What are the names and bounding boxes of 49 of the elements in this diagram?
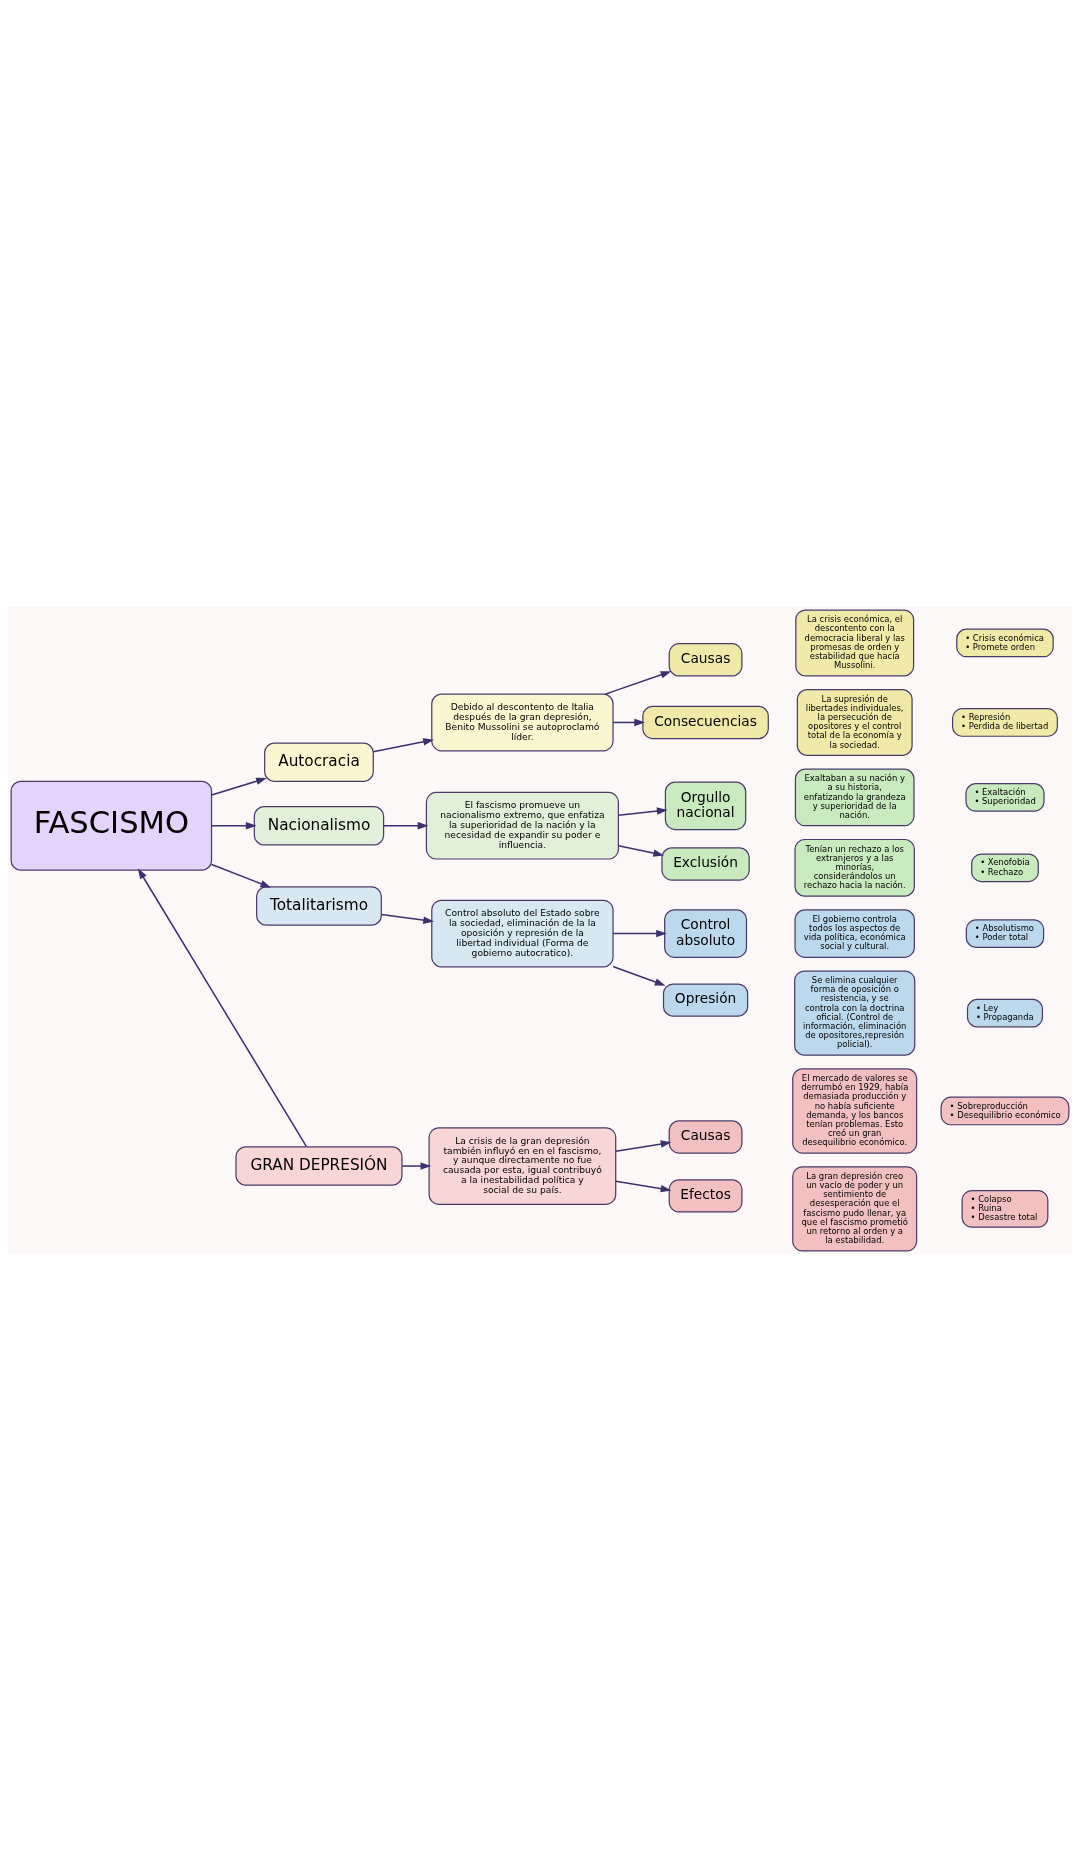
arrow (604, 671, 672, 695)
node-box: El fascismo promueve un nacionalismo extremo, que enfatiza la superioridad de la nación y la necesidad de expandir su poder e influencia. (425, 791, 619, 860)
node-box: Causas (668, 643, 743, 677)
node-box: Autocracia (264, 742, 374, 782)
node-box: Causas (668, 1120, 743, 1154)
node-box: La supresión de libertades individuales, la persecución de opositores y el control total de la economía y la sociedad. (796, 689, 913, 756)
node-box: FASCISMO (10, 780, 213, 871)
node-box: • Exaltación • Superioridad (965, 783, 1045, 812)
node-box: Se elimina cualquier forma de oposición o resistencia, y se controla con la doctrina oficial. (Control de información, eliminación de opositores,represión policial). (794, 970, 916, 1056)
node-box: Exaltaban a su nación y a su historia, enfatizando la grandeza y superioridad de la nación. (794, 768, 915, 827)
arrow (210, 777, 267, 796)
arrow (401, 1162, 432, 1170)
node-box: Debido al descontento de Italia después de la gran depresión, Benito Mussolini se autoproclamó líder. (431, 693, 614, 752)
node-box: El gobierno controla todos los aspectos de vida política, económica social y cultural. (794, 909, 915, 958)
node-box: • Sobreproducción • Desequilibrio económico (940, 1096, 1070, 1126)
node-box: Exclusión (661, 847, 750, 881)
node-box: Control absoluto del Estado sobre la sociedad, eliminación de la la oposición y represión de la libertad individual (Forma de gobierno autocratico). (431, 899, 614, 968)
node-box: Totalitarismo (256, 886, 382, 926)
node-box: Control absoluto (664, 909, 748, 958)
arrow (210, 821, 257, 830)
arrow (210, 863, 272, 888)
arrow (612, 929, 667, 938)
node-box: • Crisis económica • Promete orden (956, 628, 1054, 658)
node-box: El mercado de valores se derrumbó en 1929, había demasiada producción y no había suficiente demanda, y los bancos tenían problemas. Esto creó un gran desequilibrio económico. (792, 1068, 918, 1154)
node-box: Opresión (662, 983, 749, 1017)
node-box: Tenían un rechazo a los extranjeros y a las minorías, considerándolos un rechazo hacia la nación. (794, 838, 915, 897)
node-box: • Represión • Perdida de libertad (952, 708, 1058, 737)
arrow (612, 718, 646, 727)
node-box: La gran depresión creo un vacío de poder y un sentimiento de desesperación que el fascismo pudo llenar, ya que el fascismo prometió un retorno al orden y a la estabilidad. (792, 1166, 918, 1252)
arrow (615, 1180, 672, 1193)
node-box: Efectos (668, 1179, 743, 1213)
node-box: GRAN DEPRESIÓN (235, 1146, 403, 1186)
node-box: • Ley • Propaganda (966, 998, 1044, 1028)
node-box: • Absolutismo • Poder total (965, 919, 1045, 948)
node-box: • Xenofobia • Rechazo (971, 853, 1039, 883)
node-box: La crisis económica, el descontento con la democracia liberal y las promesas de orden y estabilidad que hacía Mussolini. (795, 609, 915, 677)
arrow (617, 807, 668, 817)
arrow (372, 738, 434, 753)
arrow (380, 913, 435, 924)
node-box: • Colapso • Ruina • Desastre total (961, 1189, 1049, 1228)
node-box: Orgullo nacional (664, 781, 747, 831)
node-box: La crisis de la gran depresión también influyó en en el fascismo, y aunque directamente no fue causada por esta, igual contribuyó a la inestabilidad política y social de su país. (428, 1127, 617, 1205)
arrow (612, 965, 666, 986)
arrow (617, 845, 665, 857)
node-box: Consecuencias (642, 705, 769, 740)
arrow (137, 868, 308, 1148)
node-box: Nacionalismo (253, 806, 385, 846)
arrow (382, 821, 429, 830)
arrow (615, 1140, 672, 1152)
